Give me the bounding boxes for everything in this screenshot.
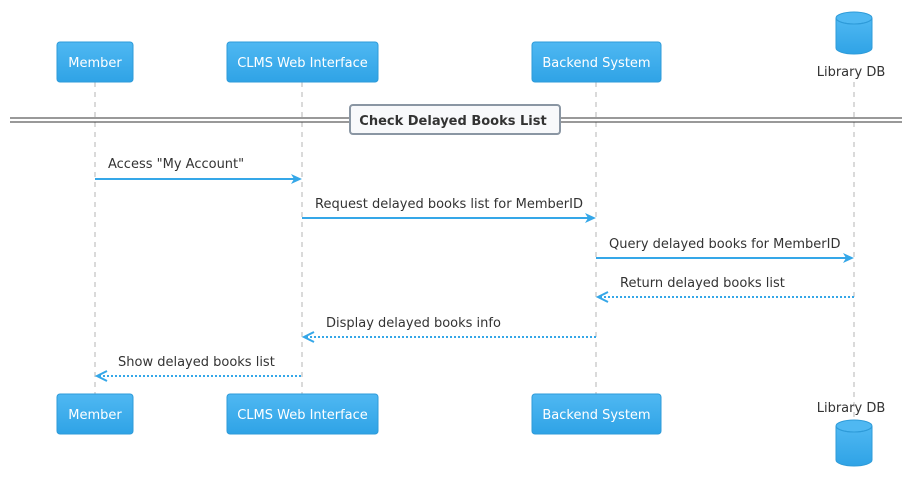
message-5: Display delayed books info: [301, 316, 596, 343]
open-arrowhead-icon: [94, 370, 108, 382]
database-icon: [835, 18, 873, 55]
divider-label: Check Delayed Books List: [359, 114, 546, 129]
message-label: Show delayed books list: [118, 355, 275, 370]
participant-member-top: Member: [56, 41, 134, 83]
message-1: Access "My Account": [95, 157, 302, 184]
participant-label: Member: [68, 56, 122, 71]
open-arrowhead-icon: [595, 291, 609, 303]
message-label: Access "My Account": [108, 157, 244, 172]
message-3: Query delayed books for MemberID: [596, 237, 854, 263]
arrowhead-icon: [585, 213, 596, 223]
message-label: Return delayed books list: [620, 276, 785, 291]
participant-label: Backend System: [542, 56, 650, 71]
participant-label: Library DB: [817, 401, 886, 416]
participant-member-bottom: Member: [56, 393, 134, 435]
message-label: Display delayed books info: [326, 316, 501, 331]
arrowhead-icon: [843, 253, 854, 263]
message-6: Show delayed books list: [94, 355, 302, 382]
message-4: Return delayed books list: [595, 276, 854, 303]
divider: Check Delayed Books List: [10, 104, 902, 135]
participant-label: Backend System: [542, 408, 650, 423]
message-label: Request delayed books list for MemberID: [315, 197, 583, 212]
message-2: Request delayed books list for MemberID: [302, 197, 596, 223]
participant-backend-bottom: Backend System: [531, 393, 662, 435]
message-label: Query delayed books for MemberID: [609, 237, 840, 252]
participant-label: CLMS Web Interface: [237, 408, 368, 423]
participant-web-top: CLMS Web Interface: [226, 41, 379, 83]
participant-backend-top: Backend System: [531, 41, 662, 83]
participant-label: Library DB: [817, 65, 886, 80]
participant-db-bottom: Library DB: [817, 401, 886, 467]
database-icon: [835, 426, 873, 467]
open-arrowhead-icon: [301, 331, 315, 343]
participant-label: CLMS Web Interface: [237, 56, 368, 71]
participant-label: Member: [68, 408, 122, 423]
participant-web-bottom: CLMS Web Interface: [226, 393, 379, 435]
participant-db-top: Library DB: [817, 11, 886, 80]
arrowhead-icon: [291, 174, 302, 184]
